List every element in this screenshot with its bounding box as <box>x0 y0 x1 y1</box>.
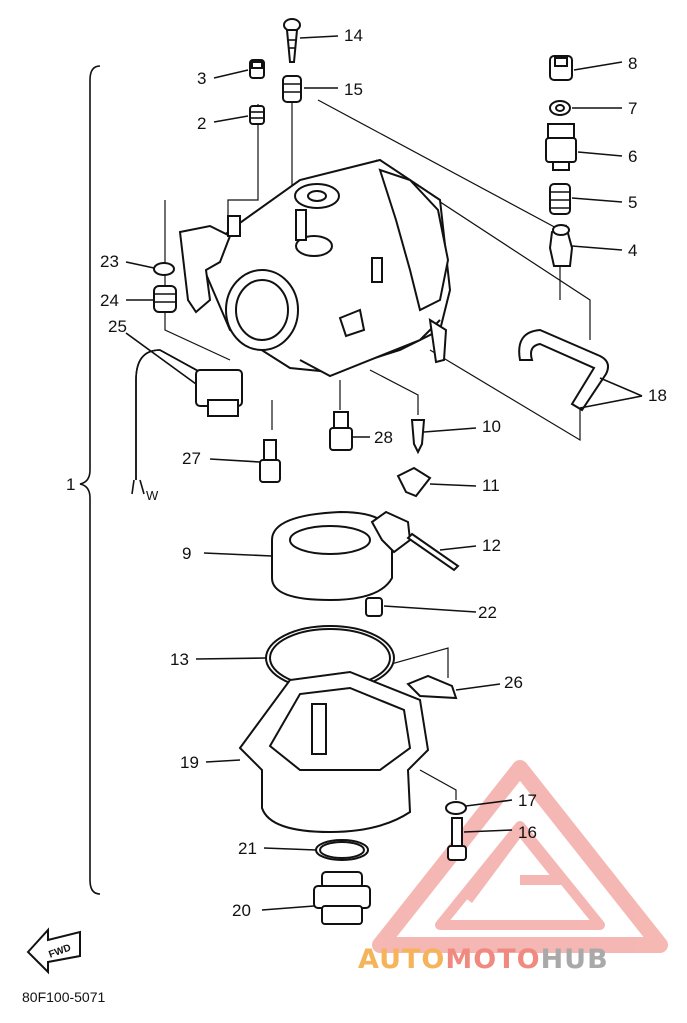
callout-3: 3 <box>197 69 206 88</box>
part-12-pin <box>406 532 460 572</box>
part-17-washer <box>445 801 467 815</box>
callout-23: 23 <box>100 252 119 271</box>
part-13-gasket <box>265 625 395 691</box>
callout-19: 19 <box>180 753 199 772</box>
watermark-brand: AUTOMOTOHUB <box>358 944 609 975</box>
callout-2: 2 <box>197 114 206 133</box>
part-21-o-ring <box>315 839 369 861</box>
callout-28: 28 <box>374 428 393 447</box>
part-26-bracket <box>406 674 458 700</box>
carburetor-body <box>178 158 452 378</box>
part-24-spring <box>153 285 177 313</box>
callout-6: 6 <box>628 147 637 166</box>
callout-25: 25 <box>108 317 127 336</box>
part-6-needle-jet-housing <box>545 123 577 171</box>
part-4-valve <box>548 224 574 267</box>
part-16-bolt <box>447 817 467 861</box>
watermark-part-auto: AUTO <box>358 944 446 975</box>
callout-11: 11 <box>482 476 500 495</box>
callout-20: 20 <box>232 901 251 920</box>
part-14-screw <box>283 18 301 63</box>
part-2-spring <box>249 105 265 125</box>
part-23-washer <box>153 262 175 276</box>
drawing-code: 80F100-5071 <box>22 989 106 1005</box>
callout-27: 27 <box>182 449 201 468</box>
part-11-clip <box>396 466 432 498</box>
callout-12: 12 <box>482 536 501 555</box>
part-7-washer <box>549 100 571 116</box>
part-20-drain-plug <box>313 871 371 925</box>
part-9-float <box>271 510 412 602</box>
callout-4: 4 <box>628 241 637 260</box>
part-8-bolt <box>549 55 573 81</box>
part-28-main-jet <box>329 411 353 451</box>
part-22-plug <box>365 597 383 617</box>
callout-18: 18 <box>648 386 667 405</box>
callout-14: 14 <box>344 26 363 45</box>
callout-9: 9 <box>182 544 191 563</box>
part-25-sensor-wire <box>131 349 243 495</box>
part-3-screw <box>249 59 265 79</box>
callout-5: 5 <box>628 193 637 212</box>
callout-1: 1 <box>66 475 75 494</box>
part-19-float-bowl <box>238 670 430 834</box>
watermark-part-moto: MOTO <box>445 944 541 975</box>
callout-21: 21 <box>238 839 257 858</box>
leader-lines <box>125 35 643 911</box>
callout-26: 26 <box>504 673 523 692</box>
callout-15: 15 <box>344 80 363 99</box>
callout-17: 17 <box>518 791 537 810</box>
callout-13: 13 <box>170 650 189 669</box>
callout-7: 7 <box>628 99 637 118</box>
callout-24: 24 <box>100 291 119 310</box>
callout-22: 22 <box>478 603 497 622</box>
callout-8: 8 <box>628 54 637 73</box>
part-15-spring <box>282 75 302 103</box>
callout-16: 16 <box>518 823 537 842</box>
fwd-arrow-icon <box>26 927 81 975</box>
assembly-bracket <box>79 65 101 895</box>
callout-10: 10 <box>482 417 501 436</box>
part-18-hose <box>518 328 609 412</box>
wire-marker-label: W <box>146 488 159 503</box>
part-27-pilot-jet <box>259 439 281 483</box>
part-10-needle-valve <box>410 419 426 455</box>
part-5-spring <box>549 183 571 215</box>
watermark-part-hub: HUB <box>540 944 609 975</box>
